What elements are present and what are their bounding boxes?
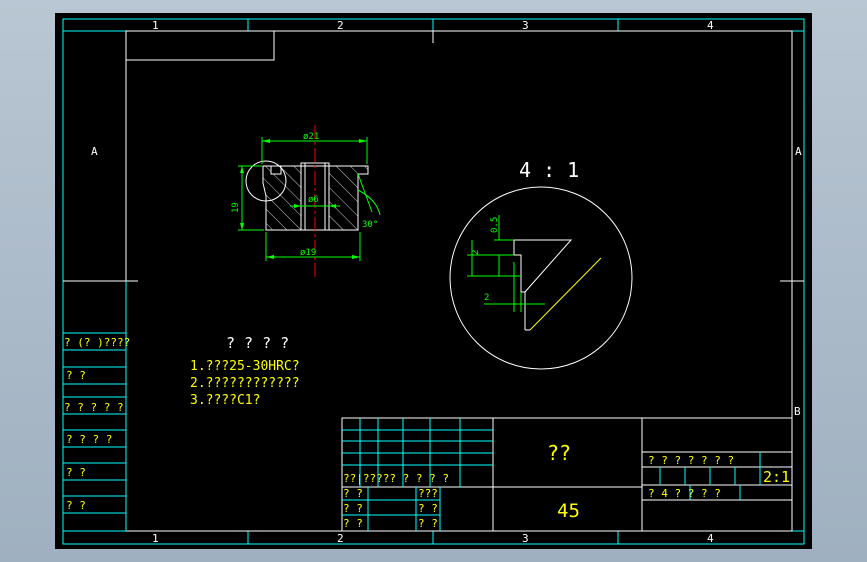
section-dimension-text: ø21 ø19 ø6 19 30° xyxy=(231,132,378,258)
zone-col-4-bottom: 4 xyxy=(707,532,714,545)
zone-col-2-bottom: 2 xyxy=(337,532,344,545)
section-left-half xyxy=(262,165,302,231)
zone-col-1-bottom: 1 xyxy=(152,532,159,545)
zone-labels: 1 2 3 4 1 2 3 4 A A B xyxy=(91,19,802,545)
detail-dimensions xyxy=(467,215,545,312)
zone-col-2-top: 2 xyxy=(337,19,344,32)
dim-height: 19 xyxy=(231,202,241,213)
detail-dimension-text: 0.5 2 2 xyxy=(471,217,500,303)
material: 45 xyxy=(557,500,580,522)
dim-bore-diameter: ø6 xyxy=(308,195,319,205)
title-row-2-col-1: ? ? xyxy=(343,502,363,515)
title-row-1-col-2: ??? xyxy=(418,487,438,500)
zone-row-a-right: A xyxy=(795,145,802,158)
title-row-2-col-2: ? ? xyxy=(418,502,438,515)
notes-heading: ? ? ? ? xyxy=(226,334,289,352)
zone-row-a-left: A xyxy=(91,145,98,158)
zone-col-4-top: 4 xyxy=(707,19,714,32)
note-line-1: 1.???25-30HRC? xyxy=(190,359,300,374)
dim-detail-2-vertical: 2 xyxy=(471,250,481,255)
title-right-footer: ? 4 ? ? ? ? xyxy=(648,487,721,500)
drawing-canvas xyxy=(55,13,812,549)
technical-notes: ? ? ? ? 1.???25-30HRC? 2.???????????? 3.… xyxy=(190,334,300,408)
drawing-name: ?? xyxy=(547,441,571,465)
detail-circle xyxy=(449,186,633,370)
left-table-row-2: ? ? xyxy=(66,369,86,382)
dim-detail-2-horizontal: 2 xyxy=(484,293,489,303)
left-table-text: ? (? )???? ? ? ? ? ? ? ? ? ? ? ? ? ? ? ? xyxy=(64,336,130,512)
title-row-1-col-1: ? ? xyxy=(343,487,363,500)
scale-value: 2:1 xyxy=(763,468,790,486)
title-block-text: ?? 45 ??|????? ? ? ? ? ? ? ??? ? ? ? ? ?… xyxy=(343,441,790,530)
detail-view: 4 : 1 0.5 2 2 xyxy=(449,158,633,370)
detail-scale-label: 4 : 1 xyxy=(519,158,579,182)
left-table-grid xyxy=(63,281,127,531)
note-line-2: 2.???????????? xyxy=(190,376,300,391)
zone-col-3-bottom: 3 xyxy=(522,532,529,545)
left-table-row-6: ? ? xyxy=(66,499,86,512)
note-line-3: 3.????C1? xyxy=(190,393,260,408)
title-block-frame xyxy=(341,417,793,532)
left-table-row-3: ? ? ? ? ? xyxy=(64,401,124,414)
dimension-arrows xyxy=(240,139,367,259)
left-table-row-1: ? (? )???? xyxy=(64,336,130,349)
section-view: ø21 ø19 ø6 19 30° xyxy=(231,125,381,280)
title-header-row: ??|????? ? ? ? ? xyxy=(343,472,449,485)
dim-detail-0-5: 0.5 xyxy=(490,217,500,233)
zone-row-b-right: B xyxy=(794,405,801,418)
title-row-3-col-2: ? ? xyxy=(418,517,438,530)
left-table-row-4: ? ? ? ? xyxy=(66,433,112,446)
detail-callout-circle xyxy=(245,160,287,202)
dim-base-diameter: ø19 xyxy=(300,248,316,258)
zone-col-3-top: 3 xyxy=(522,19,529,32)
title-row-3-col-1: ? ? xyxy=(343,517,363,530)
dim-outer-diameter: ø21 xyxy=(303,132,319,142)
title-right-header: ? ? ? ? ? ? ? xyxy=(648,454,734,467)
dim-angle: 30° xyxy=(362,220,378,230)
zone-dividers xyxy=(247,19,619,544)
zone-col-1-top: 1 xyxy=(152,19,159,32)
title-block-grid xyxy=(342,418,761,531)
detail-profile xyxy=(513,239,602,331)
left-table-row-5: ? ? xyxy=(66,466,86,479)
